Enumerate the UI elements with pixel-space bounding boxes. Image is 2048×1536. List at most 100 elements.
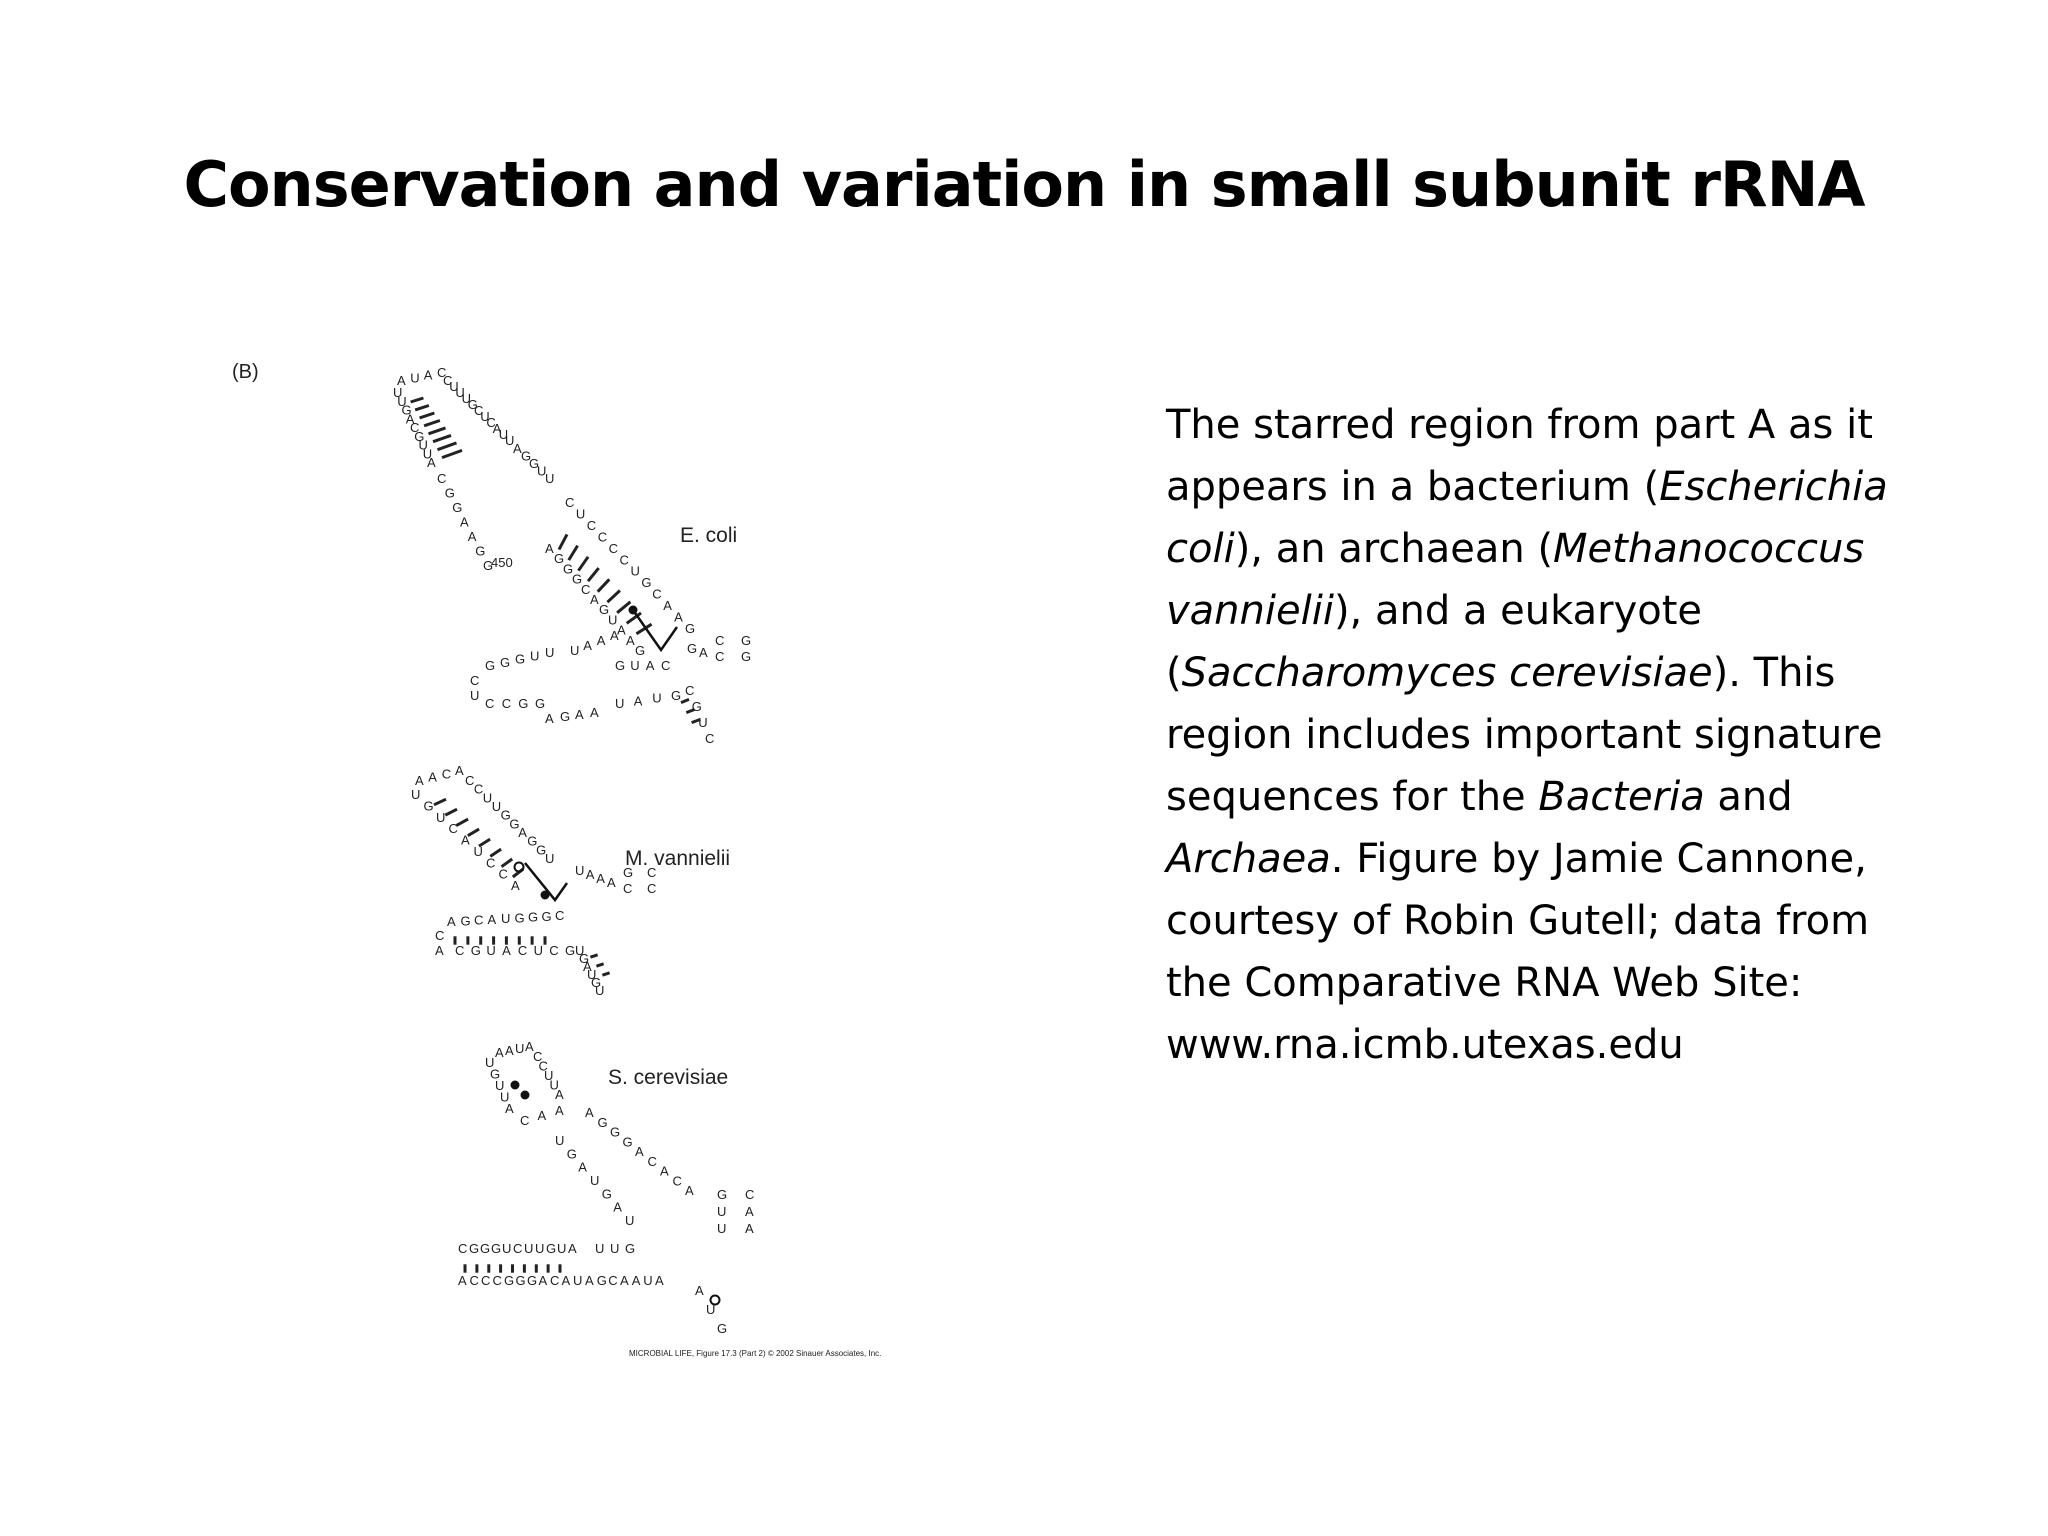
ecoli-right-helix-nucleotide: U xyxy=(652,691,661,706)
mv-hairpin-nucleotide: A xyxy=(583,959,592,974)
sc-left-helix-nucleotide: U xyxy=(557,1241,566,1256)
sc-right-helix-nucleotide: G xyxy=(597,1273,607,1288)
ecoli-bulge-nucleotide: G xyxy=(445,486,455,501)
ecoli-stem-b-nucleotide: G xyxy=(572,572,582,587)
mv-left-helix-nucleotide: G xyxy=(528,910,538,925)
sc-tail-nucleotide: A xyxy=(695,1283,704,1298)
sc-left-helix-nucleotide: G xyxy=(469,1241,479,1256)
mv-left-helix-nucleotide: A xyxy=(447,914,456,929)
mv-loop-nucleotide: A xyxy=(455,763,464,778)
sc-stem-a-nucleotide: A xyxy=(505,1101,514,1116)
ecoli-stub-nucleotide: A xyxy=(597,633,606,648)
ecoli-loop-b-nucleotide: A xyxy=(575,707,584,722)
sc-tail-nucleotide: U xyxy=(706,1302,715,1317)
mv-left-helix-nucleotide: U xyxy=(534,943,543,958)
mv-stem-a-nucleotide: C xyxy=(486,855,495,870)
ecoli-stem-a-base-pair xyxy=(436,441,458,452)
panel-label: (B) xyxy=(232,361,259,383)
ecoli-right-helix-nucleotide: G xyxy=(671,688,681,703)
mv-left-helix-nucleotide: C xyxy=(549,943,558,958)
ecoli-left-helix-nucleotide: G xyxy=(535,696,545,711)
caption-text: ). This region includes important signat… xyxy=(1166,650,1883,820)
ecoli-stem-a-nucleotide: U xyxy=(505,433,514,448)
ecoli-stem-a-nucleotide: U xyxy=(480,409,489,424)
sc-stem-a-nucleotide: C xyxy=(539,1059,548,1074)
sc-end-nucleotide: A xyxy=(745,1221,754,1236)
sc-end-nucleotide: C xyxy=(745,1187,754,1202)
mv-stem-a-nucleotide: U xyxy=(483,790,492,805)
mv-loop-nucleotide: A xyxy=(428,770,437,785)
sc-stem-b-nucleotide: A xyxy=(585,1105,594,1120)
sc-left-helix-nucleotide: C xyxy=(470,1273,479,1288)
ecoli-stem-b-nucleotide: U xyxy=(608,612,617,627)
ecoli-end-nucleotide: G xyxy=(741,633,751,648)
mv-stem-a-nucleotide: U xyxy=(545,851,554,866)
ecoli-stem-b-nucleotide: C xyxy=(620,552,629,567)
mv-stem-a-base-pair xyxy=(478,837,491,848)
mv-left-helix-nucleotide: G xyxy=(542,909,552,924)
ecoli-right-helix-nucleotide: U xyxy=(615,696,624,711)
ecoli-bulge-nucleotide: G xyxy=(529,456,539,471)
ecoli-stem-a-nucleotide: U xyxy=(499,427,508,442)
mv-stem-a-nucleotide: C xyxy=(499,867,508,882)
ecoli-stem-b-nucleotide: G xyxy=(685,621,695,636)
ecoli-bulge-nucleotide: C xyxy=(437,471,446,486)
ecoli-right-helix-nucleotide: C xyxy=(661,658,670,673)
sc-pair-dot xyxy=(520,1090,530,1100)
ecoli-stem-a-base-pair xyxy=(414,404,430,412)
sc-left-helix-nucleotide: G xyxy=(527,1273,537,1288)
ecoli-stem-a-nucleotide: A xyxy=(427,455,436,470)
mv-stem-a-nucleotide: U xyxy=(411,787,420,802)
ecoli-hairpin-base-pair xyxy=(691,717,701,725)
sc-end-nucleotide: U xyxy=(717,1221,726,1236)
ecoli-stem-a-nucleotide: G xyxy=(402,403,412,418)
ecoli-stem-b-nucleotide: C xyxy=(652,587,661,602)
sc-left-helix-nucleotide: A xyxy=(458,1273,467,1288)
sc-left-helix-nucleotide: G xyxy=(504,1273,514,1288)
ecoli-stem-a-base-pair xyxy=(410,396,424,404)
mv-stem-a-base-pair xyxy=(500,857,514,868)
figure-credit: MICROBIAL LIFE, Figure 17.3 (Part 2) © 2… xyxy=(629,1349,881,1358)
mv-stem-a-base-pair xyxy=(433,797,447,807)
mv-stem-a-base-pair xyxy=(467,827,480,837)
ecoli-loop-b-nucleotide: G xyxy=(560,709,570,724)
ecoli-stem-a-nucleotide: U xyxy=(397,394,406,409)
domain-name-bacteria: Bacteria xyxy=(1538,774,1705,820)
ecoli-stem-a-nucleotide: C xyxy=(410,420,419,435)
ecoli-stem-b-nucleotide: A xyxy=(626,633,635,648)
sc-right-helix-nucleotide: A xyxy=(585,1273,594,1288)
sc-stem-a-nucleotide: G xyxy=(490,1067,500,1082)
mv-hairpin-nucleotide: G xyxy=(591,975,601,990)
sc-loop-nucleotide: A xyxy=(505,1043,514,1058)
slide-title: Conservation and variation in small subu… xyxy=(183,148,1865,221)
species-label-scerevisiae: S. cerevisiae xyxy=(608,1066,728,1089)
ecoli-stub-nucleotide: U xyxy=(570,643,579,658)
sc-left-helix-nucleotide: C xyxy=(481,1273,490,1288)
mv-loop-nucleotide: A xyxy=(415,773,424,788)
sc-right-helix-nucleotide: U xyxy=(610,1241,619,1256)
mv-hairpin-nucleotide: U xyxy=(587,967,596,982)
ecoli-stem-a-nucleotide: C xyxy=(474,403,483,418)
ecoli-stem-a-nucleotide: U xyxy=(419,438,428,453)
ecoli-stub-nucleotide: A xyxy=(610,628,619,643)
sc-stem-b-nucleotide: G xyxy=(567,1146,577,1161)
ecoli-stem-b-nucleotide: C xyxy=(609,541,618,556)
mv-end-nucleotide: C xyxy=(647,881,656,896)
mv-end-nucleotide: C xyxy=(623,881,632,896)
ecoli-left-helix-nucleotide: U xyxy=(530,648,539,663)
mv-stem-a-nucleotide: C xyxy=(474,782,483,797)
mv-left-helix-nucleotide: G xyxy=(461,913,471,928)
ecoli-stem-b-nucleotide: A xyxy=(663,598,672,613)
mv-stem-a-nucleotide: U xyxy=(492,799,501,814)
domain-name-archaea: Archaea xyxy=(1166,836,1331,882)
sc-left-helix-nucleotide: U xyxy=(502,1241,511,1256)
sc-right-helix-nucleotide: A xyxy=(632,1273,641,1288)
mv-stem-a-nucleotide: C xyxy=(449,821,458,836)
ecoli-stem-a-nucleotide: U xyxy=(462,391,471,406)
mv-hairpin-nucleotide: U xyxy=(595,983,604,998)
ecoli-left-helix-nucleotide: G xyxy=(500,655,510,670)
ecoli-stem-b-nucleotide: A xyxy=(617,623,626,638)
sc-left-helix-nucleotide: U xyxy=(524,1241,533,1256)
